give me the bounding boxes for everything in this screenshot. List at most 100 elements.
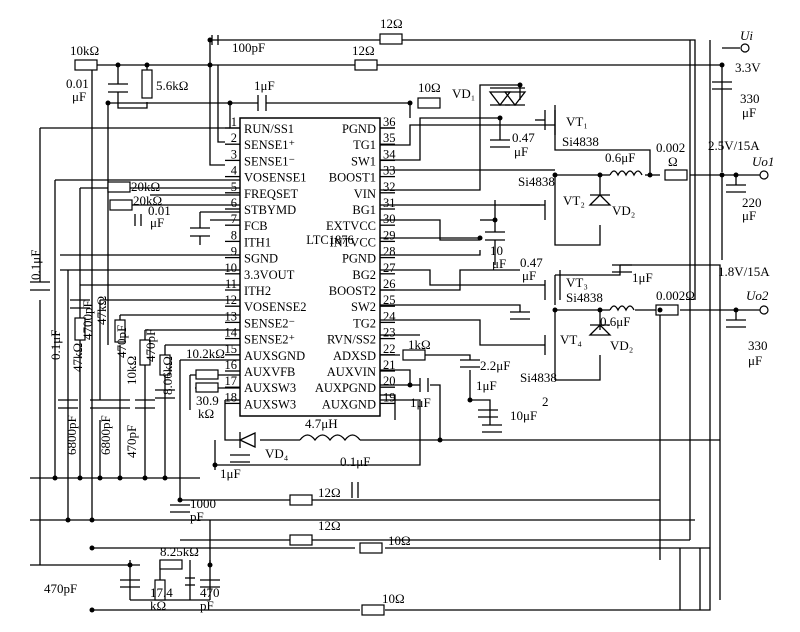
label-c10: 10 (490, 243, 503, 258)
semiconductors (238, 87, 612, 449)
ic-left-pin-number: 11 (225, 277, 237, 291)
label-c01-left: 0.1μF (28, 250, 43, 280)
junctions (52, 37, 739, 613)
label-l47: 4.7μH (305, 416, 338, 431)
ic-left-pin-name: SENSE2⁻ (244, 316, 295, 330)
label-c001-b-unit: μF (150, 215, 164, 230)
label-c1000: 1000 (190, 496, 216, 511)
label-r0002-1b: Ω (668, 154, 678, 169)
ic-left-pin-name: ITH1 (244, 235, 271, 249)
ic-right-pin-name: SW1 (351, 154, 376, 168)
label-r102: 10.2kΩ (186, 346, 225, 361)
label-c470-a: 470pF (114, 325, 129, 358)
ic-left-pin-name: SGND (244, 252, 278, 266)
component-labels: 12Ω 100pF 12Ω 10kΩ 0.01 μF 5.6kΩ 1μF 10Ω… (28, 16, 774, 613)
label-v25: 2.5V/15A (708, 138, 760, 153)
ic-left-pin-number: 7 (231, 212, 237, 226)
ic-right-pin-name: ADXSD (333, 349, 376, 363)
ic-left-pin-number: 10 (225, 261, 238, 275)
label-si4: Si4838 (520, 370, 557, 385)
ic-right-pin-number: 28 (383, 245, 396, 259)
label-v33: 3.3V (735, 60, 761, 75)
label-c470-e-unit: pF (200, 598, 214, 613)
ic-right-pin-number: 32 (383, 180, 396, 194)
label-r309: 30.9 (196, 393, 219, 408)
ic-left-pin-number: 5 (231, 180, 237, 194)
ic-left-pin-name: SENSE2⁺ (244, 333, 295, 347)
ic-right-pin-name: SW2 (351, 300, 376, 314)
label-c01-b: 0.1μF (48, 330, 63, 360)
label-c001-b: 0.01 (148, 203, 171, 218)
label-c470-e: 470 (200, 585, 220, 600)
ic-left-pin-number: 17 (225, 374, 238, 388)
ic-left-pin-name: FCB (244, 219, 268, 233)
label-c470-c: 470pF (124, 425, 139, 458)
ic-right-pin-number: 29 (383, 228, 396, 242)
label-num2: 2 (542, 394, 549, 409)
label-r174-unit: kΩ (150, 598, 166, 613)
ic-left-pin-number: 16 (225, 358, 238, 372)
label-c470-d: 470pF (44, 581, 77, 596)
ic-right-pin-name: EXTVCC (326, 219, 376, 233)
label-c1uf-r: 1μF (632, 270, 653, 285)
ic-left-pin-name: VOSENSE1 (244, 171, 307, 185)
label-r47k-b: 47kΩ (94, 296, 109, 325)
ic-left-pin-name: SENSE1⁻ (244, 154, 295, 168)
label-r10-b2: 10Ω (382, 591, 405, 606)
label-c330-a-unit: μF (742, 105, 756, 120)
inductors (299, 170, 643, 442)
ic-right-pin-number: 24 (383, 309, 396, 323)
ic-left-pin-name: SENSE1⁺ (244, 138, 295, 152)
ic-right-pin-name: PGND (342, 122, 376, 136)
label-vt1: VT₁ (566, 114, 588, 129)
ic-left-pin-name: AUXSW3 (244, 381, 296, 395)
ic-left-pin-number: 6 (231, 196, 237, 210)
label-c01-bot: 0.1μF (340, 454, 370, 469)
ic-right-pin-name: BG1 (352, 203, 376, 217)
ic-left-pin-number: 9 (231, 245, 237, 259)
label-c4700: 4700pF (80, 300, 95, 340)
ic-left-pin-number: 15 (225, 342, 238, 356)
ic-body (239, 117, 381, 417)
ic-left-pin-name: RUN/SS1 (244, 122, 294, 136)
label-r0002-2: 0.002Ω (656, 288, 695, 303)
label-vt3: VT₃ (566, 275, 588, 290)
label-r-56k: 5.6kΩ (156, 78, 188, 93)
ic-right-pin-name: VIN (354, 187, 376, 201)
ic-left-pin-number: 1 (231, 115, 237, 129)
label-c-100pf: 100pF (232, 40, 265, 55)
capacitors (30, 35, 746, 588)
label-r20k-a: 20kΩ (131, 179, 160, 194)
ic-left-pin-name: AUXSGND (244, 349, 305, 363)
ic-right-pin-name: AUXGND (322, 397, 376, 411)
label-c-047-1: 0.47 (512, 130, 535, 145)
ic-right-pin-number: 36 (383, 115, 396, 129)
ic-right-pin-number: 23 (383, 326, 396, 340)
label-c-1uf-top: 1μF (254, 78, 275, 93)
wiring (30, 39, 760, 611)
ic-right-pin-number: 26 (383, 277, 396, 291)
terminals (740, 43, 769, 315)
ic-right-pin-number: 27 (383, 261, 396, 275)
ic-right-pin-name: BOOST2 (329, 284, 376, 298)
ic-right-pin-name: BOOST1 (329, 171, 376, 185)
label-vd2a: VD₂ (612, 203, 635, 218)
label-c-001: 0.01 (66, 76, 89, 91)
ic-left-pin-name: VOSENSE2 (244, 300, 307, 314)
ic-left-pin-number: 3 (231, 147, 237, 161)
resistors (74, 33, 688, 616)
ic-left-pin-number: 14 (225, 326, 238, 340)
label-si2: Si4838 (518, 174, 555, 189)
label-r0002-1a: 0.002 (656, 140, 685, 155)
label-r47k-a: 47kΩ (70, 343, 85, 372)
label-r20k-b: 20kΩ (133, 193, 162, 208)
label-c22: 2.2μF (480, 358, 510, 373)
label-r-12-top: 12Ω (380, 16, 403, 31)
label-vd4: VD₄ (265, 446, 289, 461)
label-r10k-b: 10kΩ (124, 356, 139, 385)
label-r825: 8.25kΩ (160, 544, 199, 559)
label-r174: 17.4 (150, 585, 173, 600)
label-c047-2-unit: μF (522, 268, 536, 283)
ic-right-pin-number: 21 (383, 358, 396, 372)
